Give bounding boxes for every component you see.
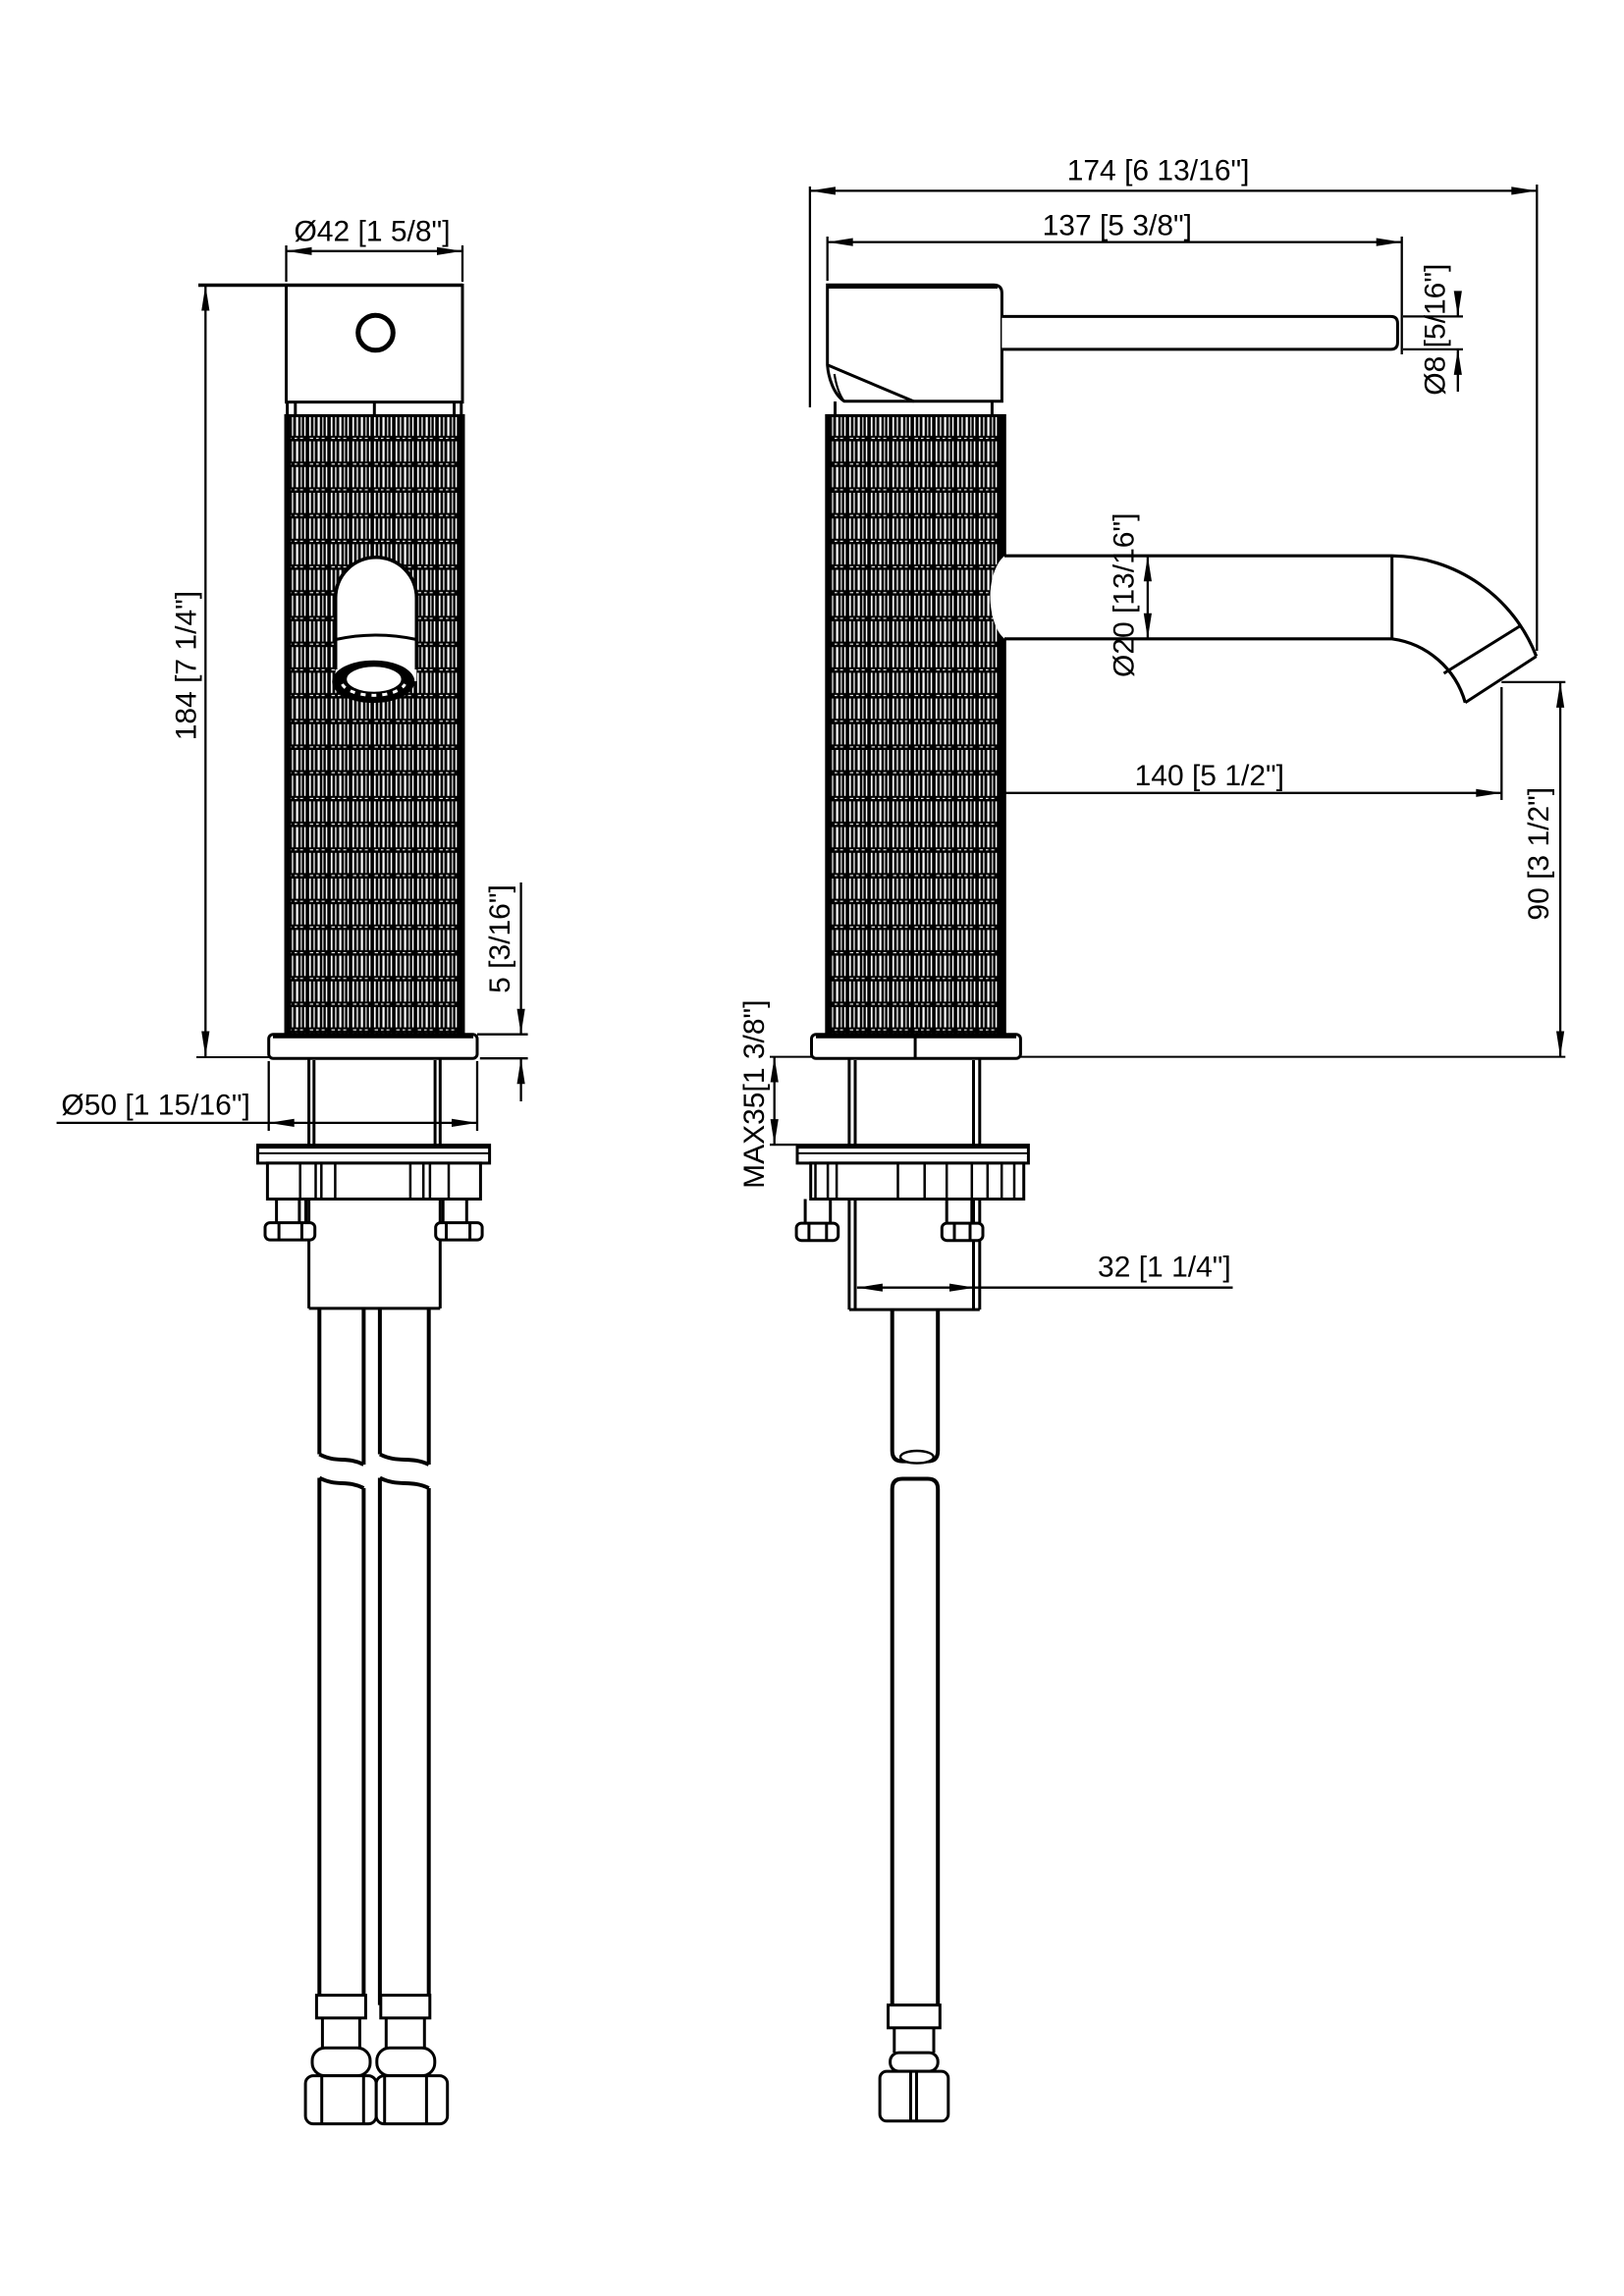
- svg-text:140 [5 1/2"]: 140 [5 1/2"]: [1135, 760, 1284, 792]
- svg-text:32 [1 1/4"]: 32 [1 1/4"]: [1098, 1252, 1231, 1284]
- svg-text:MAX35[1 3/8"]: MAX35[1 3/8"]: [738, 999, 771, 1188]
- svg-text:137 [5 3/8"]: 137 [5 3/8"]: [1043, 210, 1192, 242]
- svg-text:Ø8 [5/16"]: Ø8 [5/16"]: [1420, 264, 1452, 396]
- svg-text:90 [3 1/2"]: 90 [3 1/2"]: [1523, 787, 1555, 921]
- svg-text:Ø42 [1 5/8"]: Ø42 [1 5/8"]: [294, 216, 450, 248]
- svg-text:Ø50 [1 15/16"]: Ø50 [1 15/16"]: [61, 1089, 249, 1121]
- svg-text:Ø20 [13/16"]: Ø20 [13/16"]: [1109, 513, 1141, 677]
- svg-text:5 [3/16"]: 5 [3/16"]: [484, 884, 516, 993]
- svg-text:184 [7 1/4"]: 184 [7 1/4"]: [171, 591, 203, 740]
- svg-text:174 [6 13/16"]: 174 [6 13/16"]: [1067, 154, 1250, 187]
